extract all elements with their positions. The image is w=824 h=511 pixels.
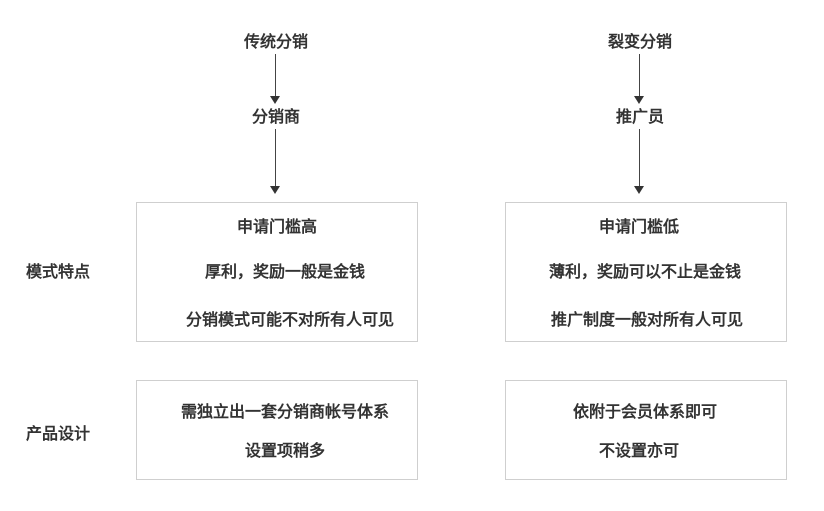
row-label-features: 模式特点: [26, 262, 91, 281]
row-label-design: 产品设计: [26, 424, 91, 443]
traditional-features-box: [136, 202, 418, 342]
arrow-down-icon: [634, 186, 644, 194]
arrow-down-icon: [634, 96, 644, 104]
feature-item: 薄利，奖励可以不止是金钱: [548, 262, 742, 281]
connector-line: [275, 54, 276, 98]
distributor-label: 分销商: [251, 107, 301, 126]
feature-item: 分销模式可能不对所有人可见: [185, 310, 395, 329]
feature-item: 推广制度一般对所有人可见: [550, 310, 744, 329]
arrow-down-icon: [270, 186, 280, 194]
feature-item: 申请门槛高: [236, 217, 318, 236]
traditional-design-box: [136, 380, 418, 480]
feature-item: 申请门槛低: [598, 217, 680, 236]
design-item: 依附于会员体系即可: [572, 402, 718, 421]
design-item: 设置项稍多: [244, 441, 326, 460]
connector-line: [639, 129, 640, 187]
viral-features-box: [505, 202, 787, 342]
viral-distribution-label: 裂变分销: [607, 32, 673, 51]
design-item: 需独立出一套分销商帐号体系: [180, 402, 390, 421]
arrow-down-icon: [270, 96, 280, 104]
traditional-distribution-label: 传统分销: [243, 32, 309, 51]
viral-design-box: [505, 380, 787, 480]
connector-line: [639, 54, 640, 98]
connector-line: [275, 129, 276, 187]
design-item: 不设置亦可: [598, 441, 680, 460]
promoter-label: 推广员: [615, 107, 665, 126]
feature-item: 厚利，奖励一般是金钱: [204, 262, 366, 281]
